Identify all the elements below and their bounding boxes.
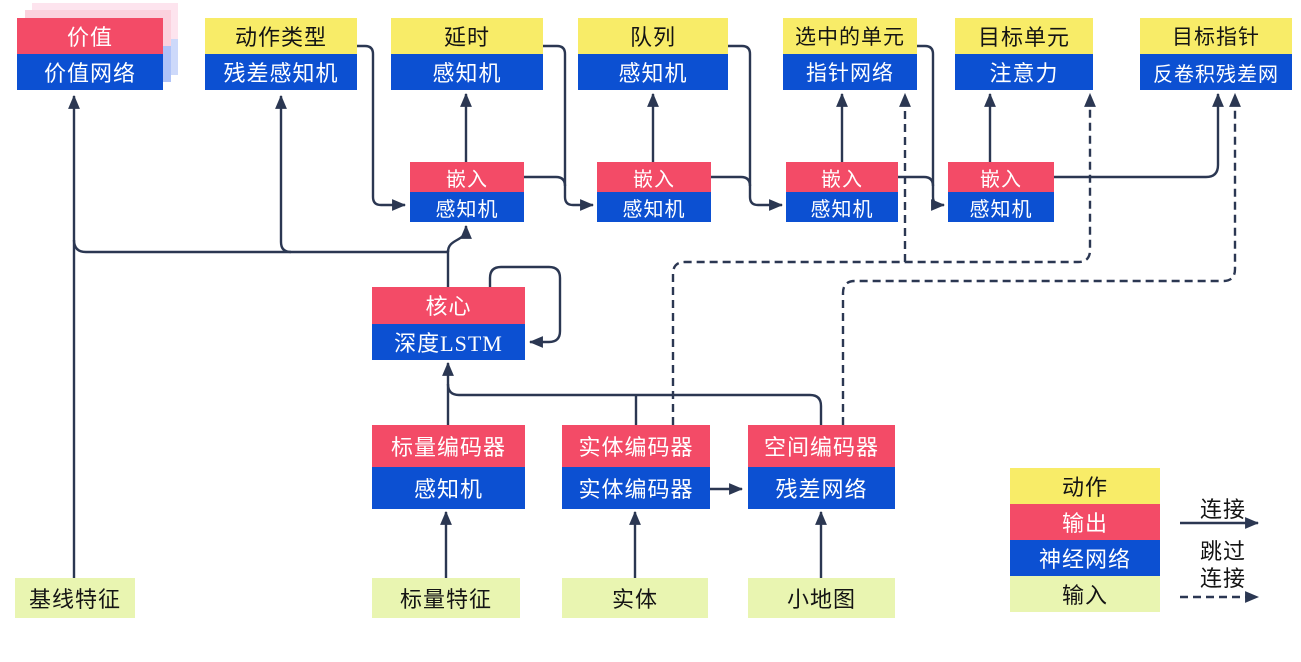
input-baseline-features: 基线特征 — [15, 578, 135, 618]
node-embed-1: 嵌入 感知机 — [410, 162, 524, 222]
legend-color-key: 动作 输出 神经网络 输入 — [1010, 468, 1160, 612]
target-unit-network-label: 注意力 — [955, 54, 1093, 90]
value-network-label: 价值网络 — [17, 54, 163, 90]
edge-embed4-to-targetpoint — [1054, 92, 1224, 179]
node-embed-3: 嵌入 感知机 — [786, 162, 898, 222]
spatial-encoder-label: 空间编码器 — [748, 425, 895, 467]
node-value: 价值 价值网络 — [17, 3, 178, 90]
embed-2-label: 嵌入 — [597, 162, 711, 192]
queue-network-label: 感知机 — [578, 54, 728, 90]
selected-units-network-label: 指针网络 — [783, 54, 917, 90]
input-entities: 实体 — [562, 578, 708, 618]
legend-skip-line1: 跳过 — [1199, 539, 1246, 564]
edge-selectedunits-to-embed4 — [917, 44, 946, 211]
legend-action-label: 动作 — [1010, 468, 1160, 504]
edge-embed2-to-embed3 — [711, 175, 752, 187]
edge-embed3-to-embed4 — [898, 175, 935, 187]
node-selected-units: 选中的单元 指针网络 — [783, 18, 917, 90]
edge-spatialencoder-collector — [446, 383, 823, 425]
legend-input-label: 输入 — [1010, 576, 1160, 612]
entity-encoder-network-label: 实体编码器 — [562, 467, 710, 509]
value-output-label: 价值 — [17, 18, 163, 54]
core-network-label: 深度LSTM — [372, 323, 525, 360]
skip-spatial-to-targetpoint — [841, 92, 1241, 425]
legend-solid-connection-label: 连接 — [1199, 497, 1246, 522]
legend-network-label: 神经网络 — [1010, 540, 1160, 576]
node-target-unit: 目标单元 注意力 — [955, 18, 1093, 90]
node-spatial-encoder: 空间编码器 残差网络 — [748, 425, 895, 509]
edge-delay-to-embed2 — [543, 44, 595, 211]
node-core: 核心 深度LSTM — [372, 287, 525, 360]
entity-encoder-label: 实体编码器 — [562, 425, 710, 467]
edge-queue-to-embed3 — [728, 44, 784, 211]
action-type-network-label: 残差感知机 — [205, 54, 357, 90]
node-embed-4: 嵌入 感知机 — [948, 162, 1054, 222]
node-embed-2: 嵌入 感知机 — [597, 162, 711, 222]
node-delay: 延时 感知机 — [391, 18, 543, 90]
input-minimap: 小地图 — [748, 578, 895, 618]
delay-label: 延时 — [391, 18, 543, 54]
edge-core-to-embed1 — [446, 224, 472, 253]
action-type-label: 动作类型 — [205, 18, 357, 54]
node-target-point: 目标指针 反卷积残差网 — [1140, 18, 1292, 90]
edge-embed1-to-embed2 — [524, 175, 567, 187]
skip-entity-to-targetunit — [671, 92, 1096, 425]
embed-2-network-label: 感知机 — [597, 192, 711, 222]
scalar-encoder-label: 标量编码器 — [372, 425, 525, 467]
embed-1-network-label: 感知机 — [410, 192, 524, 222]
core-label: 核心 — [372, 287, 525, 324]
node-scalar-encoder: 标量编码器 感知机 — [372, 425, 525, 509]
target-point-label: 目标指针 — [1140, 18, 1292, 54]
node-entity-encoder: 实体编码器 实体编码器 — [562, 425, 710, 509]
queue-label: 队列 — [578, 18, 728, 54]
embed-4-network-label: 感知机 — [948, 192, 1054, 222]
selected-units-label: 选中的单元 — [783, 18, 917, 54]
embed-3-label: 嵌入 — [786, 162, 898, 192]
legend-skip-connection-label: 跳过 连接 — [1178, 538, 1268, 592]
edge-actiontype-to-embed1 — [357, 44, 407, 211]
embed-4-label: 嵌入 — [948, 162, 1054, 192]
embed-3-network-label: 感知机 — [786, 192, 898, 222]
target-unit-label: 目标单元 — [955, 18, 1093, 54]
legend-output-label: 输出 — [1010, 504, 1160, 540]
scalar-encoder-network-label: 感知机 — [372, 467, 525, 509]
input-scalar-features: 标量特征 — [372, 578, 520, 618]
spatial-encoder-network-label: 残差网络 — [748, 467, 895, 509]
target-point-network-label: 反卷积残差网 — [1140, 54, 1292, 90]
legend-skip-line2: 连接 — [1199, 566, 1246, 591]
edge-core-collector-left — [72, 239, 448, 254]
edge-core-to-actiontype — [275, 94, 292, 254]
node-queue: 队列 感知机 — [578, 18, 728, 90]
embed-1-label: 嵌入 — [410, 162, 524, 192]
node-action-type: 动作类型 残差感知机 — [205, 18, 357, 90]
edge-core-self-loop — [488, 265, 562, 348]
delay-network-label: 感知机 — [391, 54, 543, 90]
